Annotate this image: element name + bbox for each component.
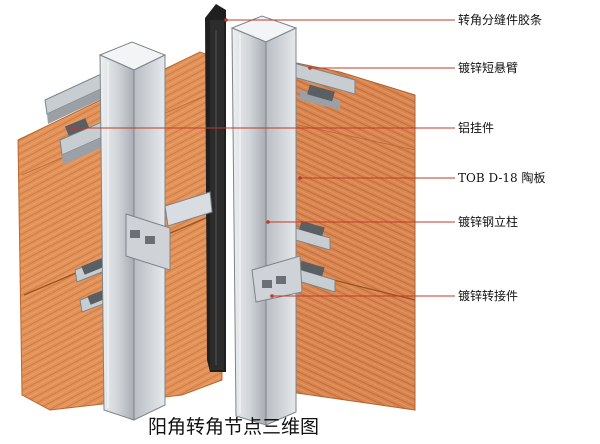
diagram-caption: 阳角转角节点三维图	[148, 416, 319, 438]
label-short-arm: 镀锌短悬臂	[458, 61, 518, 75]
aluminum-hanger-right	[299, 84, 335, 277]
terracotta-panel-right	[271, 57, 416, 411]
label-aluminum-hanger: 铝挂件	[458, 120, 494, 135]
label-steel-post: 镀锌钢立柱	[458, 214, 518, 229]
adapter-left	[125, 191, 213, 271]
label-panel: TOB D-18 陶板	[458, 170, 545, 185]
steel-post-right	[230, 15, 298, 426]
label-adapter: 镀锌转接件	[458, 288, 518, 303]
leader-dots	[70, 18, 312, 298]
adapter-right	[251, 255, 303, 303]
leader-lines	[72, 19, 455, 297]
label-sealant-strip: 转角分缝件胶条	[458, 12, 542, 27]
corner-sealant-strip	[205, 4, 226, 372]
